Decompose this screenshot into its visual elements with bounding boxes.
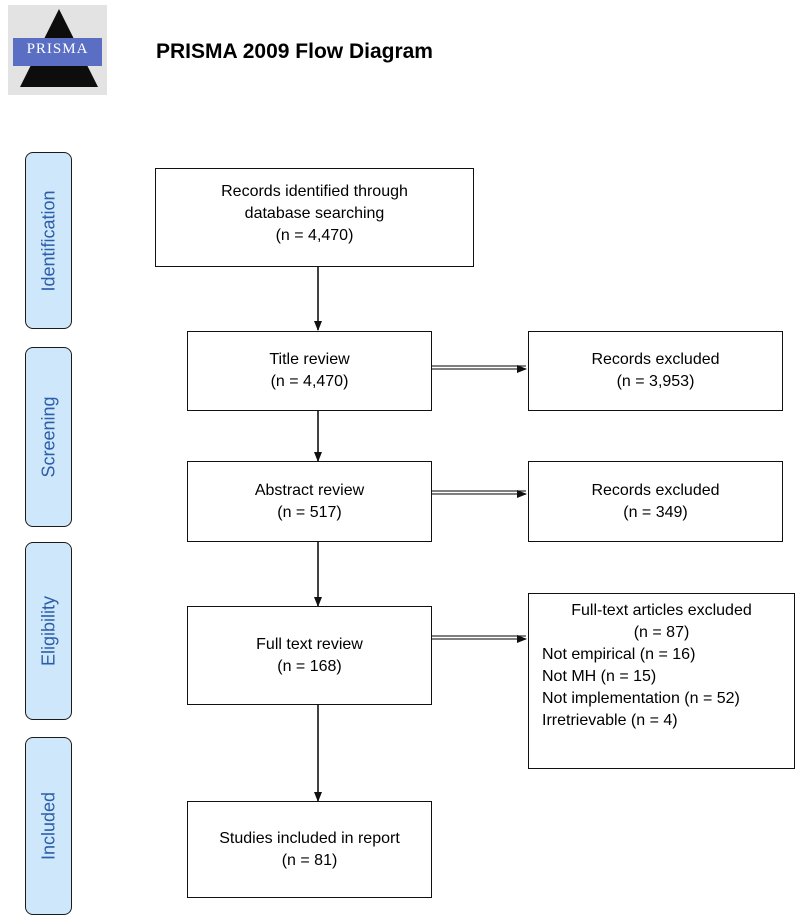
stage-screening: Screening	[25, 347, 72, 527]
box-text-line: Abstract review	[254, 481, 365, 499]
box-records-excluded-abstract: Records excluded (n = 349)	[528, 461, 783, 542]
box-records-identified: Records identified through database sear…	[155, 168, 474, 267]
box-count: (n = 168)	[277, 657, 342, 675]
exclusion-reason: Not implementation (n = 52)	[542, 690, 740, 707]
box-text-line: Full text review	[256, 635, 363, 653]
box-text-line: Records identified through	[221, 183, 408, 200]
exclusion-reason: Irretrievable (n = 4)	[542, 712, 678, 729]
box-text-line: Records excluded	[591, 481, 720, 499]
stage-included: Included	[25, 737, 72, 915]
box-count: (n = 349)	[623, 503, 688, 521]
box-abstract-review: Abstract review (n = 517)	[187, 461, 432, 542]
box-count: (n = 3,953)	[616, 373, 695, 390]
exclusion-reason: Not empirical (n = 16)	[542, 646, 696, 663]
box-text-line: Studies included in report	[219, 829, 400, 847]
page-title: PRISMA 2009 Flow Diagram	[156, 40, 433, 63]
exclusion-reason: Not MH (n = 15)	[542, 668, 657, 685]
box-records-excluded-title: Records excluded (n = 3,953)	[528, 331, 783, 411]
stage-identification: Identification	[25, 152, 72, 329]
box-count: (n = 4,470)	[270, 373, 349, 390]
box-count: (n = 517)	[277, 503, 342, 521]
box-count: (n = 4,470)	[275, 227, 354, 244]
box-fulltext-excluded: Full-text articles excluded (n = 87) Not…	[528, 593, 795, 769]
prisma-logo: PRISMA	[8, 5, 107, 95]
prisma-logo-text: PRISMA	[26, 41, 89, 57]
prisma-logo-icon	[8, 5, 107, 95]
box-fulltext-review: Full text review (n = 168)	[187, 606, 432, 705]
stage-eligibility: Eligibility	[25, 542, 72, 720]
box-text-line: Records excluded	[591, 351, 720, 368]
box-count: (n = 81)	[281, 851, 338, 869]
box-count: (n = 87)	[633, 624, 690, 641]
box-text-line: Full-text articles excluded	[571, 602, 752, 619]
box-studies-included: Studies included in report (n = 81)	[187, 801, 432, 898]
box-text-line: database searching	[244, 205, 385, 222]
box-title-review: Title review (n = 4,470)	[187, 331, 432, 411]
box-text-line: Title review	[269, 351, 350, 368]
